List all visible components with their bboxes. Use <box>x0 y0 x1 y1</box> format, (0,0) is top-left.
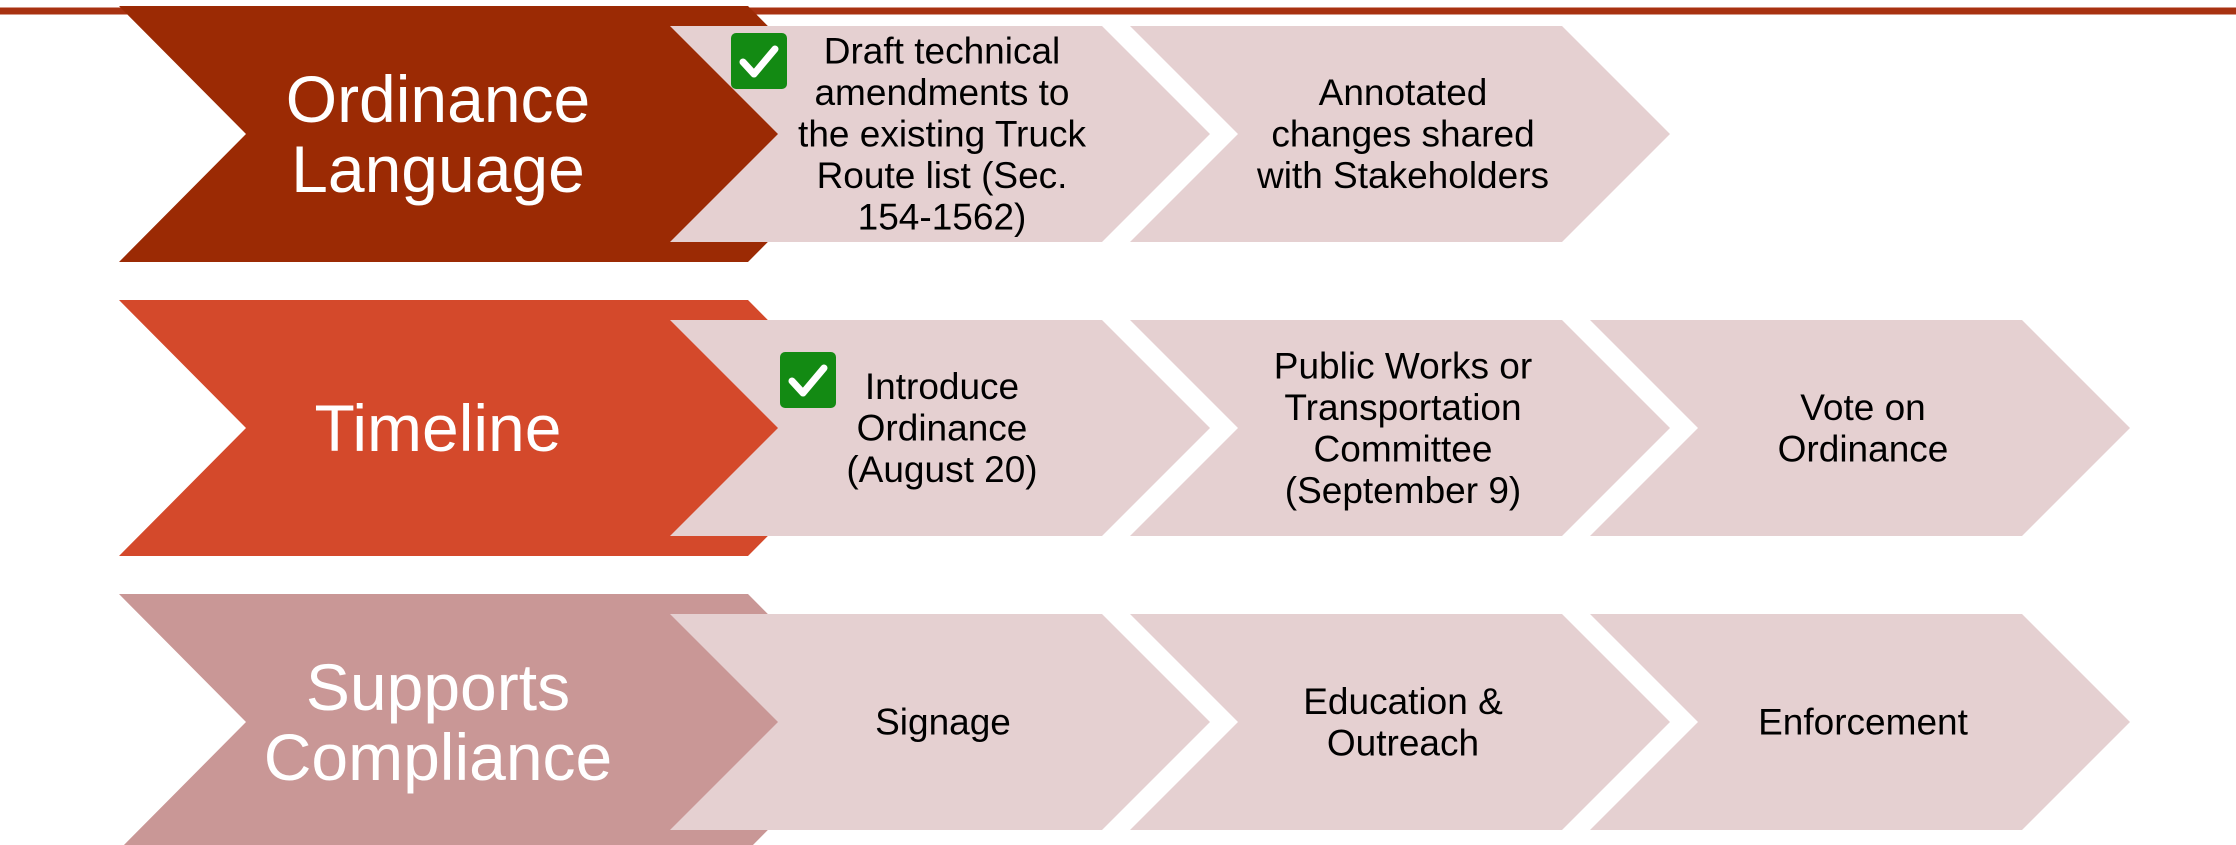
step-label-line: (September 9) <box>1285 470 1522 511</box>
step-chevron <box>670 26 1210 242</box>
step-label-line: Transportation <box>1284 387 1521 428</box>
row-header-line: Ordinance <box>286 62 591 136</box>
step-label-line: 154-1562) <box>858 197 1027 238</box>
step-committee: Public Works orTransportationCommittee(S… <box>1130 320 1670 536</box>
step-chevron <box>1130 320 1670 536</box>
row-header-chevron <box>119 594 875 845</box>
step-label-line: Ordinance <box>857 408 1028 449</box>
step-label-line: Signage <box>875 702 1011 743</box>
checkmark-icon <box>780 352 836 408</box>
step-label-line: (August 20) <box>846 449 1037 490</box>
checkmark-icon <box>731 33 787 89</box>
row-header-chevron <box>119 6 875 262</box>
step-enforcement: Enforcement <box>1590 614 2130 830</box>
step-label-line: with Stakeholders <box>1256 155 1549 196</box>
step-label-line: changes shared <box>1271 114 1534 155</box>
step-label-line: Enforcement <box>1758 702 1968 743</box>
step-label-line: Annotated <box>1319 72 1488 113</box>
step-chevron <box>1590 320 2130 536</box>
step-label-line: Ordinance <box>1778 428 1949 469</box>
step-label-line: Route list (Sec. <box>817 155 1068 196</box>
step-label-line: Education & <box>1303 681 1503 722</box>
row-header-line: Timeline <box>315 391 562 465</box>
row-header-line: Compliance <box>264 720 613 794</box>
step-label-line: Introduce <box>865 366 1019 407</box>
step-signage: Signage <box>670 614 1210 830</box>
step-label-line: Vote on <box>1800 387 1926 428</box>
row-header-line: Supports <box>306 650 570 724</box>
step-chevron <box>1130 614 1670 830</box>
row-header-line: Language <box>291 132 585 206</box>
step-label-line: Public Works or <box>1274 345 1532 386</box>
step-chevron <box>1130 26 1670 242</box>
row-header-chevron <box>119 300 875 556</box>
step-label-line: amendments to <box>814 72 1069 113</box>
step-label-line: Committee <box>1314 428 1493 469</box>
step-label-line: Outreach <box>1327 722 1479 763</box>
step-chevron <box>1590 614 2130 830</box>
step-label-line: Draft technical <box>824 31 1061 72</box>
step-education-outreach: Education &Outreach <box>1130 614 1670 830</box>
step-label-line: the existing Truck <box>798 114 1086 155</box>
step-chevron <box>670 614 1210 830</box>
